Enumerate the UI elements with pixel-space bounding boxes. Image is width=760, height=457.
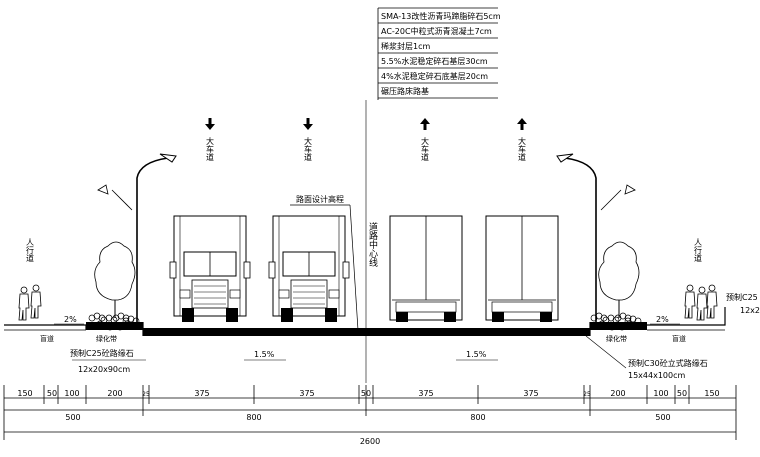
slope-sidewalk-right: 2% (656, 315, 669, 324)
sidewalk-left-label: 人行道 (26, 238, 35, 263)
street-lamp-left (97, 153, 177, 330)
svg-text:路面设计高程: 路面设计高程 (296, 194, 344, 204)
svg-text:100: 100 (64, 389, 79, 398)
svg-text:25: 25 (142, 391, 150, 398)
svg-text:375: 375 (299, 389, 314, 398)
lane-1: 大车道 (205, 118, 215, 162)
truck-front-2 (268, 215, 350, 323)
svg-text:50: 50 (677, 389, 687, 398)
svg-text:25: 25 (583, 391, 591, 398)
svg-text:150: 150 (704, 389, 719, 398)
svg-text:500: 500 (65, 413, 80, 422)
dimension-lines (3, 385, 737, 440)
sidewalk-right-label: 人行道 (694, 238, 703, 263)
blind-path-right-label: 盲道 (672, 334, 686, 343)
svg-text:375: 375 (194, 389, 209, 398)
lane-2-label: 大车道 (304, 136, 313, 162)
dimension-row-2: 500 800 800 500 (65, 413, 670, 422)
up-arrow-icon (420, 118, 430, 130)
svg-text:200: 200 (610, 389, 625, 398)
pavement-layer-table: SMA-13改性沥青玛蹄脂碎石5cm AC-20C中粒式沥青混凝土7cm 稀浆封… (377, 7, 501, 100)
up-arrow-icon (517, 118, 527, 130)
svg-text:50: 50 (47, 389, 57, 398)
layer-6-label: 碾压路床路基 (381, 86, 429, 96)
layer-2-label: AC-20C中粒式沥青混凝土7cm (381, 26, 492, 36)
truck-rear-2 (485, 215, 559, 323)
slope-sidewalk-left: 2% (64, 315, 77, 324)
lane-4-label: 大车道 (518, 136, 527, 162)
road-surface (4, 307, 726, 336)
pedestrians-left (18, 284, 42, 321)
layer-4-label: 5.5%水泥稳定碎石基层30cm (381, 56, 488, 66)
street-lamp-right (556, 153, 636, 330)
truck-rear-1 (389, 215, 463, 323)
green-belt-right-label: 绿化带 (606, 334, 627, 343)
svg-text:800: 800 (470, 413, 485, 422)
curb-left-size: 12x20x90cm (78, 365, 130, 374)
lane-1-label: 大车道 (206, 136, 215, 162)
lane-3: 大车道 (420, 118, 430, 162)
svg-text:375: 375 (523, 389, 538, 398)
curb-right-label: 预制C30砼立式路缘石 (628, 358, 708, 368)
total-width: 2600 (360, 437, 380, 446)
curb-far-right-label: 预制C25 (726, 292, 758, 302)
tree-left (94, 241, 136, 318)
svg-text:375: 375 (418, 389, 433, 398)
truck-front-1 (169, 215, 251, 323)
svg-text:800: 800 (246, 413, 261, 422)
svg-text:150: 150 (17, 389, 32, 398)
centerline-label: 道路中心线 (367, 221, 378, 267)
svg-text:50: 50 (361, 389, 371, 398)
tree-right (598, 241, 640, 318)
slope-road-right: 1.5% (466, 350, 487, 359)
curb-right-size: 15x44x100cm (628, 371, 685, 380)
layer-3-label: 稀浆封层1cm (381, 41, 430, 51)
curb-far-right-size: 12x2 (740, 306, 760, 315)
pedestrians-right (684, 284, 718, 321)
pavement-edge-callout: 路面设计高程 (290, 194, 359, 331)
lane-4: 大车道 (517, 118, 527, 162)
green-belt-left-label: 绿化带 (96, 334, 117, 343)
svg-text:100: 100 (653, 389, 668, 398)
curb-left-label: 预制C25砼路缘石 (70, 348, 134, 358)
down-arrow-icon (205, 118, 215, 130)
layer-1-label: SMA-13改性沥青玛蹄脂碎石5cm (381, 11, 501, 21)
lane-3-label: 大车道 (421, 136, 430, 162)
down-arrow-icon (303, 118, 313, 130)
slope-road-left: 1.5% (254, 350, 275, 359)
svg-text:500: 500 (655, 413, 670, 422)
svg-text:200: 200 (107, 389, 122, 398)
layer-5-label: 4%水泥稳定碎石底基层20cm (381, 71, 488, 81)
dimension-row-1: 150 50 100 200 25 375 375 50 375 375 25 … (17, 389, 719, 398)
blind-path-left-label: 盲道 (40, 334, 54, 343)
lane-2: 大车道 (303, 118, 313, 162)
